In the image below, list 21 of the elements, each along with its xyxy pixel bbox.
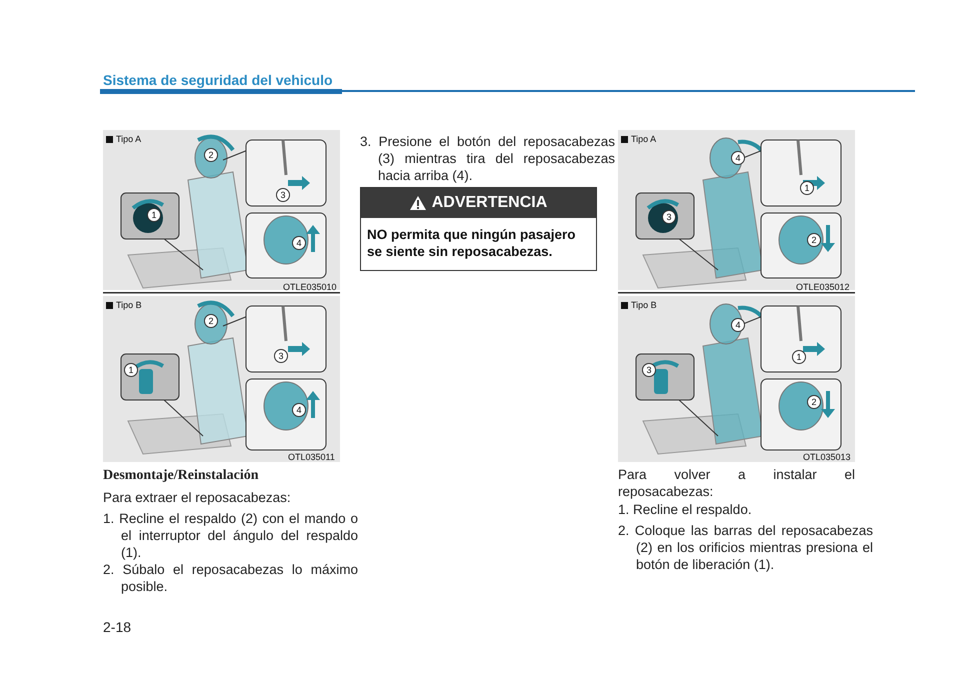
page-number: 2-18 [103, 619, 132, 635]
list-item: 2. Súbalo el reposacabezas lo máximo posible. [103, 561, 358, 595]
list-item: 2. Coloque las barras del reposacabezas (2) en los orificios mientras presiona el botón de liberación (1). [618, 522, 873, 573]
figure-code: OTLE035010 [283, 282, 337, 292]
figure-code: OTL035011 [288, 452, 335, 462]
figure-label: Tipo A [621, 134, 656, 144]
figure-label: Tipo A [106, 134, 142, 144]
figure-code: OTLE035012 [796, 282, 850, 292]
figure-label: Tipo B [621, 300, 657, 310]
figure-label: Tipo B [106, 300, 142, 310]
section-heading: Desmontaje/Reinstalación [103, 468, 260, 484]
warning-box [360, 187, 597, 271]
section-title: Sistema de seguridad del vehiculo [103, 72, 334, 88]
body-text: Para volver a instalar el reposacabezas: [618, 466, 855, 500]
warning-text: NO permita que ningún pasajero se siente sin reposacabezas. [366, 226, 577, 261]
body-text: 1. Recline el respaldo. [618, 501, 753, 518]
list-item: 1. Recline el respaldo (2) con el mando o el interruptor del ángulo del respaldo (1). [103, 510, 358, 561]
list-item: 3. Presione el botón del reposacabezas (3) mientras tira del reposacabezas hacia arriba (4). [360, 133, 615, 184]
figure-code: OTL035013 [803, 452, 851, 462]
body-text: Para extraer el reposacabezas: [103, 489, 292, 506]
warning-title: ADVERTENCIA [432, 194, 548, 212]
